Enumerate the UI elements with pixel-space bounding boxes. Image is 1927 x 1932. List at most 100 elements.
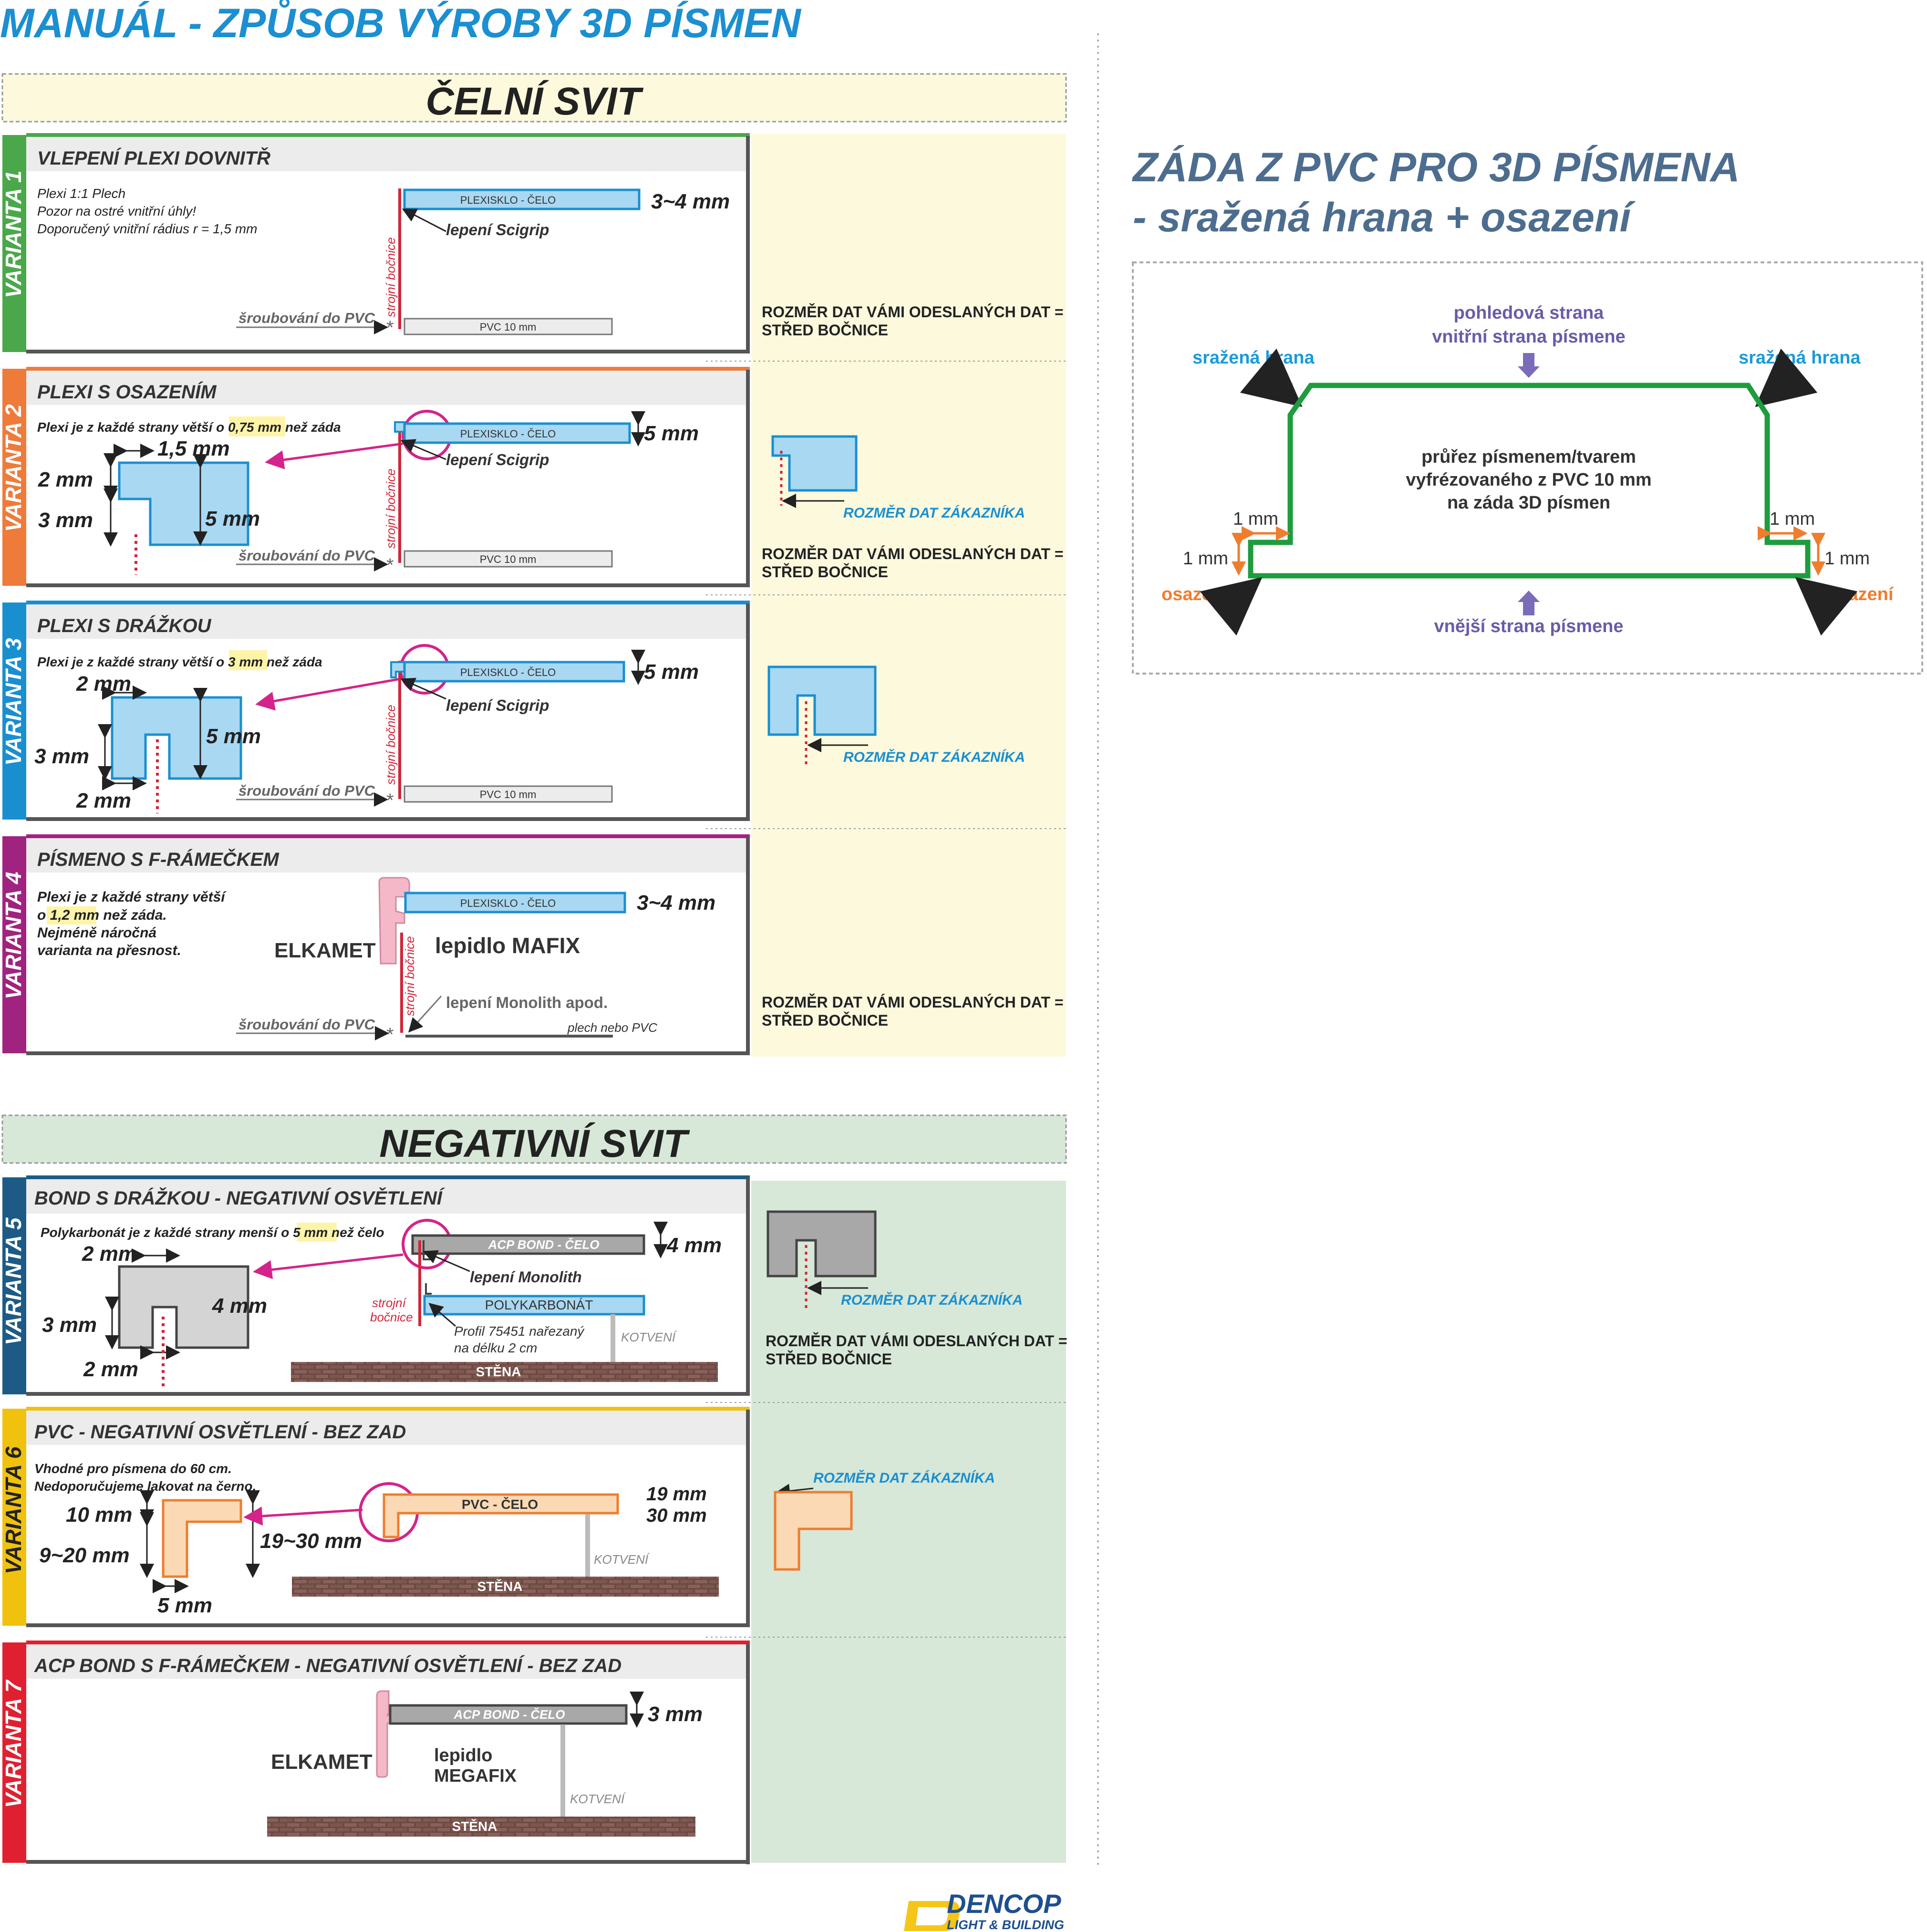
svg-text:2 mm: 2 mm — [82, 1242, 137, 1266]
svg-text:Plexi je z každé strany větší: Plexi je z každé strany větší — [37, 889, 227, 905]
svg-text:Nedoporučujeme lakovat na čern: Nedoporučujeme lakovat na černo. — [34, 1479, 256, 1494]
svg-text:POLYKARBONÁT: POLYKARBONÁT — [485, 1298, 593, 1312]
negativni-title: NEGATIVNÍ SVIT — [379, 1122, 690, 1165]
svg-text:bočnice: bočnice — [370, 1310, 413, 1324]
svg-text:1 mm: 1 mm — [1770, 509, 1815, 529]
variant-1: VARIANTA 1 VLEPENÍ PLEXI DOVNITŘ Plexi 1… — [1, 133, 1064, 353]
svg-text:4 mm: 4 mm — [666, 1234, 722, 1257]
svg-text:lepidlo: lepidlo — [434, 1745, 492, 1766]
svg-text:varianta na přesnost.: varianta na přesnost. — [37, 943, 181, 958]
svg-text:Vhodné pro písmena do 60 cm.: Vhodné pro písmena do 60 cm. — [34, 1461, 232, 1476]
svg-text:ROZMĚR DAT VÁMI ODESLANÝCH DAT: ROZMĚR DAT VÁMI ODESLANÝCH DAT = — [766, 1332, 1067, 1350]
svg-text:MEGAFIX: MEGAFIX — [434, 1766, 517, 1786]
variant-3-title: PLEXI S DRÁŽKOU — [37, 614, 212, 636]
svg-text:3 mm: 3 mm — [38, 509, 93, 532]
svg-text:Plexi je z každé strany větší: Plexi je z každé strany větší o 3 mm než… — [37, 654, 322, 669]
brick-wall — [292, 1577, 719, 1597]
svg-text:KOTVENÍ: KOTVENÍ — [570, 1792, 626, 1806]
svg-text:5 mm: 5 mm — [644, 660, 699, 684]
variant-5-tab: VARIANTA 5 — [1, 1217, 26, 1345]
svg-text:sražená hrana: sražená hrana — [1192, 348, 1315, 368]
svg-text:ROZMĚR DAT VÁMI ODESLANÝCH DAT: ROZMĚR DAT VÁMI ODESLANÝCH DAT = — [762, 994, 1064, 1011]
svg-text:PLEXISKLO - ČELO: PLEXISKLO - ČELO — [460, 194, 556, 206]
svg-text:PVC - ČELO: PVC - ČELO — [462, 1496, 538, 1512]
v1-note2: Pozor na ostré vnitřní úhly! — [37, 204, 196, 218]
svg-text:3 mm: 3 mm — [42, 1313, 97, 1337]
svg-text:STŘED BOČNICE: STŘED BOČNICE — [762, 322, 888, 339]
svg-text:ACP BOND - ČELO: ACP BOND - ČELO — [487, 1237, 599, 1252]
svg-text:PLEXISKLO - ČELO: PLEXISKLO - ČELO — [460, 666, 556, 678]
svg-text:lepení Scigrip: lepení Scigrip — [446, 696, 549, 714]
svg-text:PVC 10 mm: PVC 10 mm — [480, 553, 537, 565]
svg-text:KOTVENÍ: KOTVENÍ — [621, 1330, 677, 1344]
svg-text:10 mm: 10 mm — [66, 1503, 132, 1527]
svg-text:1 mm: 1 mm — [1824, 549, 1870, 569]
svg-text:9~20 mm: 9~20 mm — [39, 1544, 130, 1567]
svg-text:5 mm: 5 mm — [644, 422, 699, 445]
svg-text:4 mm: 4 mm — [212, 1294, 267, 1318]
svg-text:sražená hrana: sražená hrana — [1739, 348, 1861, 368]
svg-text:ROZMĚR DAT ZÁKAZNÍKA: ROZMĚR DAT ZÁKAZNÍKA — [843, 749, 1025, 765]
svg-text:lepení Scigrip: lepení Scigrip — [446, 451, 549, 468]
v1-note1: Plexi 1:1 Plech — [37, 186, 125, 201]
svg-text:šroubování do PVC: šroubování do PVC — [238, 1016, 375, 1033]
v1-note3: Doporučený vnitřní rádius r = 1,5 mm — [37, 221, 257, 236]
svg-text:lepení Monolith: lepení Monolith — [470, 1268, 582, 1286]
svg-text:lepení Scigrip: lepení Scigrip — [446, 221, 549, 239]
svg-text:Polykarbonát je z každé strany: Polykarbonát je z každé strany menší o 5… — [41, 1225, 384, 1240]
svg-text:STĚNA: STĚNA — [477, 1579, 523, 1594]
svg-text:STŘED BOČNICE: STŘED BOČNICE — [762, 563, 888, 581]
logo-name: DENCOP — [947, 1889, 1061, 1919]
svg-text:plech nebo PVC: plech nebo PVC — [567, 1020, 657, 1035]
variant-3: VARIANTA 3 PLEXI S DRÁŽKOU Plexi je z ka… — [1, 601, 1025, 821]
svg-text:*: * — [386, 1024, 394, 1045]
svg-text:šroubování do PVC: šroubování do PVC — [238, 310, 375, 326]
v1-thickness: 3~4 mm — [651, 190, 730, 213]
svg-text:2 mm: 2 mm — [38, 468, 93, 491]
variant-4-title: PÍSMENO S F-RÁMEČKEM — [37, 848, 280, 870]
svg-text:PLEXISKLO - ČELO: PLEXISKLO - ČELO — [460, 428, 556, 440]
svg-text:*: * — [386, 790, 394, 811]
variant-7-tab: VARIANTA 7 — [1, 1679, 26, 1808]
svg-text:PVC 10 mm: PVC 10 mm — [480, 321, 537, 333]
variant-6: VARIANTA 6 PVC - NEGATIVNÍ OSVĚTLENÍ - B… — [1, 1407, 995, 1627]
celni-header — [1, 73, 1067, 123]
variant-1-title: VLEPENÍ PLEXI DOVNITŘ — [37, 147, 270, 169]
svg-text:vyfrézovaného z PVC 10 mm: vyfrézovaného z PVC 10 mm — [1406, 470, 1651, 490]
svg-text:lepení Monolith apod.: lepení Monolith apod. — [446, 994, 608, 1011]
logo-sub: LIGHT & BUILDING — [947, 1918, 1064, 1932]
svg-text:*: * — [386, 555, 394, 576]
svg-text:2 mm: 2 mm — [76, 789, 131, 812]
variant-5-title: BOND S DRÁŽKOU - NEGATIVNÍ OSVĚTLENÍ — [34, 1187, 445, 1209]
celni-right-bg — [751, 134, 1066, 1057]
svg-text:STĚNA: STĚNA — [476, 1364, 521, 1379]
variant-2-tab: VARIANTA 2 — [1, 404, 26, 532]
svg-text:vnější strana písmene: vnější strana písmene — [1434, 616, 1623, 636]
variant-4: VARIANTA 4 PÍSMENO S F-RÁMEČKEM Plexi je… — [1, 834, 1064, 1055]
svg-text:19~30 mm: 19~30 mm — [260, 1529, 362, 1553]
svg-text:Profil 75451 nařezaný: Profil 75451 nařezaný — [454, 1324, 585, 1339]
svg-text:šroubování do PVC: šroubování do PVC — [238, 547, 375, 564]
svg-text:3 mm: 3 mm — [648, 1703, 703, 1726]
dencop-logo: DENCOP LIGHT & BUILDING — [904, 1889, 1064, 1932]
svg-text:5 mm: 5 mm — [157, 1594, 212, 1617]
svg-text:ELKAMET: ELKAMET — [274, 939, 376, 962]
svg-text:1,5 mm: 1,5 mm — [157, 437, 230, 460]
svg-text:2 mm: 2 mm — [83, 1358, 138, 1381]
svg-text:osazení: osazení — [1161, 584, 1229, 604]
svg-text:KOTVENÍ: KOTVENÍ — [594, 1552, 650, 1567]
svg-text:PLEXISKLO - ČELO: PLEXISKLO - ČELO — [460, 897, 556, 909]
svg-text:šroubování do PVC: šroubování do PVC — [238, 782, 375, 799]
variant-6-tab: VARIANTA 6 — [1, 1446, 26, 1574]
svg-text:3 mm: 3 mm — [34, 745, 89, 768]
right-panel: ZÁDA Z PVC PRO 3D PÍSMENA - sražená hran… — [1131, 145, 1923, 675]
svg-text:strojní bočnice: strojní bočnice — [383, 237, 398, 317]
svg-text:ELKAMET: ELKAMET — [271, 1750, 373, 1774]
svg-text:*: * — [386, 317, 394, 338]
svg-text:ACP BOND - ČELO: ACP BOND - ČELO — [453, 1707, 565, 1722]
svg-text:strojní: strojní — [372, 1296, 407, 1310]
svg-text:STŘED BOČNICE: STŘED BOČNICE — [762, 1012, 888, 1029]
svg-text:ROZMĚR DAT VÁMI ODESLANÝCH DAT: ROZMĚR DAT VÁMI ODESLANÝCH DAT = — [762, 303, 1064, 321]
svg-text:na délku 2 cm: na délku 2 cm — [454, 1340, 537, 1355]
